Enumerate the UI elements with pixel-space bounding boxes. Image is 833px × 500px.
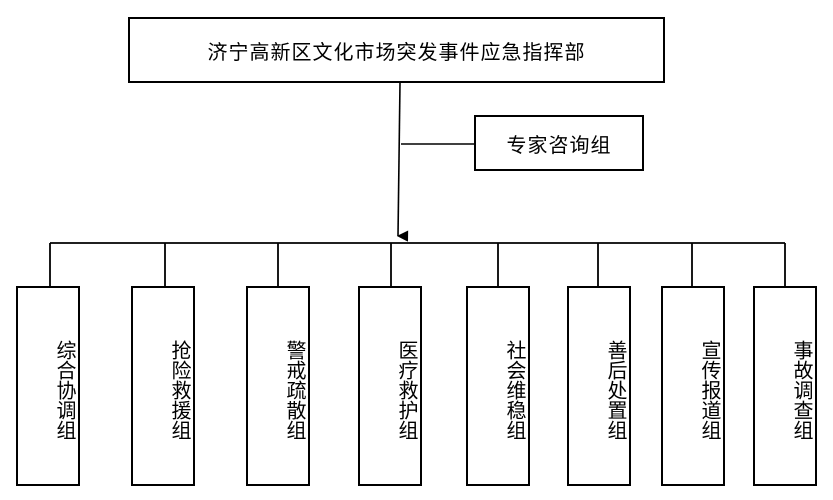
group-box-medical: 医疗救护组 [358, 286, 422, 486]
group-label: 宣传报道组 [698, 340, 722, 440]
group-box-comprehensive: 综合协调组 [16, 286, 80, 486]
headquarters-box: 济宁高新区文化市场突发事件应急指挥部 [128, 17, 665, 83]
group-label: 事故调查组 [790, 340, 814, 440]
headquarters-label: 济宁高新区文化市场突发事件应急指挥部 [207, 39, 586, 64]
group-box-investigation: 事故调查组 [753, 286, 817, 486]
group-box-aftermath: 善后处置组 [567, 286, 631, 486]
group-box-stability: 社会维稳组 [466, 286, 530, 486]
group-label: 医疗救护组 [395, 340, 419, 440]
advisory-group-box: 专家咨询组 [474, 115, 644, 171]
group-label: 综合协调组 [53, 340, 77, 440]
group-label: 社会维稳组 [503, 340, 527, 440]
group-label: 善后处置组 [604, 340, 628, 440]
advisory-group-label: 专家咨询组 [506, 132, 612, 157]
main-connector-arrow [396, 82, 409, 242]
group-drops [49, 243, 786, 287]
group-box-evacuation: 警戒疏散组 [246, 286, 310, 486]
group-label: 警戒疏散组 [283, 340, 307, 440]
group-box-publicity: 宣传报道组 [661, 286, 725, 486]
group-box-rescue: 抢险救援组 [131, 286, 195, 486]
group-label: 抢险救援组 [168, 340, 192, 440]
